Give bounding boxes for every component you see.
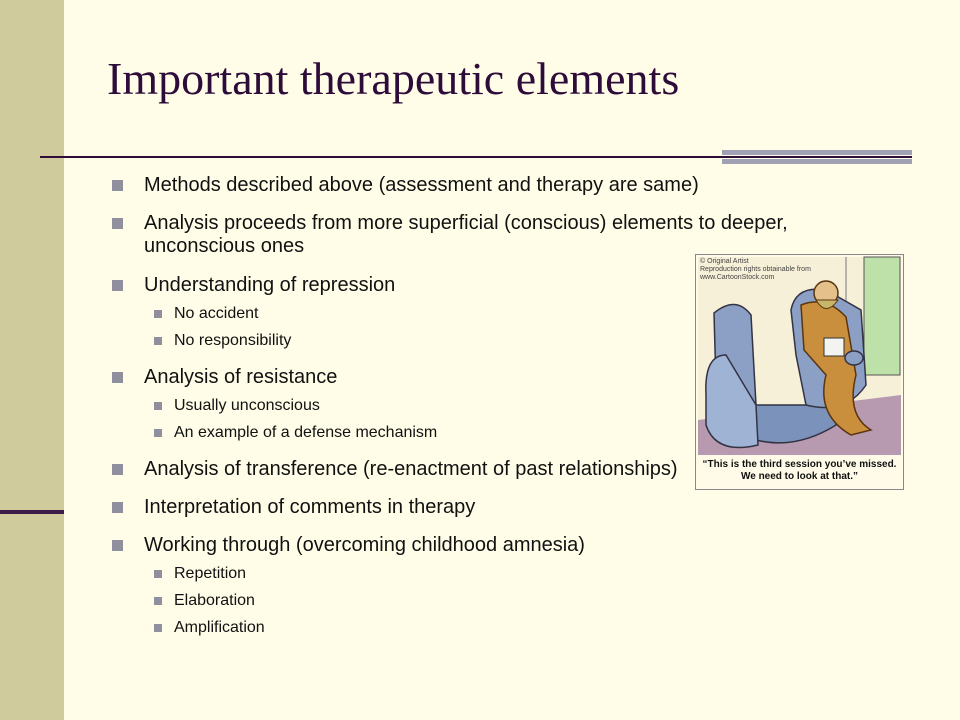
sub-bullet-text: Amplification <box>174 619 265 636</box>
sub-bullet-text: No responsibility <box>174 332 292 349</box>
title-divider-line <box>40 156 912 158</box>
cartoon-illustration <box>696 255 903 489</box>
bullet-text: Working through (overcoming childhood am… <box>144 534 585 556</box>
square-bullet-icon <box>112 372 123 383</box>
left-accent-line <box>0 510 64 514</box>
sub-bullet-list: Repetition Elaboration Amplification <box>144 565 912 637</box>
bullet-text: Interpretation of comments in therapy <box>144 496 476 518</box>
cartoon-caption: “This is the third session you’ve missed… <box>696 459 903 483</box>
cartoon-caption-line: “This is the third session you’ve missed… <box>702 459 897 470</box>
sub-bullet-list: Usually unconscious An example of a defe… <box>144 397 912 442</box>
square-bullet-icon <box>112 218 123 229</box>
bullet-list: Methods described above (assessment and … <box>112 174 912 637</box>
left-decorative-bar <box>0 0 64 720</box>
bullet-text: Analysis of transference (re-enactment o… <box>144 458 678 480</box>
bullet-item: Interpretation of comments in therapy <box>112 496 912 518</box>
cartoon-credit-line: Reproduction rights obtainable from <box>700 266 811 273</box>
sub-bullet-list: No accident No responsibility <box>144 305 912 350</box>
sub-bullet-item: Amplification <box>144 619 912 637</box>
bullet-item: Understanding of repression No accident … <box>112 274 912 350</box>
square-bullet-icon <box>112 540 123 551</box>
slide-title: Important therapeutic elements <box>107 53 680 104</box>
square-bullet-icon <box>154 597 162 605</box>
bullet-text: Analysis of resistance <box>144 366 338 388</box>
cartoon-caption-line: We need to look at that.” <box>740 471 859 482</box>
bullet-text: Methods described above (assessment and … <box>144 174 699 196</box>
bullet-text: Understanding of repression <box>144 274 396 296</box>
title-divider-accent-top <box>722 150 912 155</box>
cartoon-credit: © Original Artist Reproduction rights ob… <box>700 258 811 282</box>
square-bullet-icon <box>154 337 162 345</box>
square-bullet-icon <box>112 502 123 513</box>
sub-bullet-item: Repetition <box>144 565 912 583</box>
title-divider-accent-bottom <box>722 159 912 164</box>
square-bullet-icon <box>154 310 162 318</box>
sub-bullet-item: An example of a defense mechanism <box>144 424 912 442</box>
therapy-cartoon-image: © Original Artist Reproduction rights ob… <box>695 254 904 490</box>
sub-bullet-text: No accident <box>174 305 259 322</box>
square-bullet-icon <box>154 570 162 578</box>
sub-bullet-text: Repetition <box>174 565 247 582</box>
sub-bullet-item: Usually unconscious <box>144 397 912 415</box>
bullet-item: Working through (overcoming childhood am… <box>112 534 912 637</box>
sub-bullet-text: Elaboration <box>174 592 255 609</box>
sub-bullet-text: Usually unconscious <box>174 397 320 414</box>
bullet-item: Analysis proceeds from more superficial … <box>112 212 912 258</box>
cartoon-credit-line: www.CartoonStock.com <box>700 274 775 281</box>
sub-bullet-item: No accident <box>144 305 912 323</box>
slide-content: Methods described above (assessment and … <box>112 174 912 653</box>
cartoon-credit-line: © Original Artist <box>700 258 749 265</box>
bullet-item: Methods described above (assessment and … <box>112 174 912 196</box>
bullet-item: Analysis of resistance Usually unconscio… <box>112 366 912 442</box>
square-bullet-icon <box>112 280 123 291</box>
square-bullet-icon <box>154 402 162 410</box>
sub-bullet-item: No responsibility <box>144 332 912 350</box>
square-bullet-icon <box>112 464 123 475</box>
square-bullet-icon <box>112 180 123 191</box>
bullet-text: Analysis proceeds from more superficial … <box>144 212 788 257</box>
bullet-item: Analysis of transference (re-enactment o… <box>112 458 912 480</box>
square-bullet-icon <box>154 624 162 632</box>
square-bullet-icon <box>154 429 162 437</box>
sub-bullet-text: An example of a defense mechanism <box>174 424 438 441</box>
sub-bullet-item: Elaboration <box>144 592 912 610</box>
